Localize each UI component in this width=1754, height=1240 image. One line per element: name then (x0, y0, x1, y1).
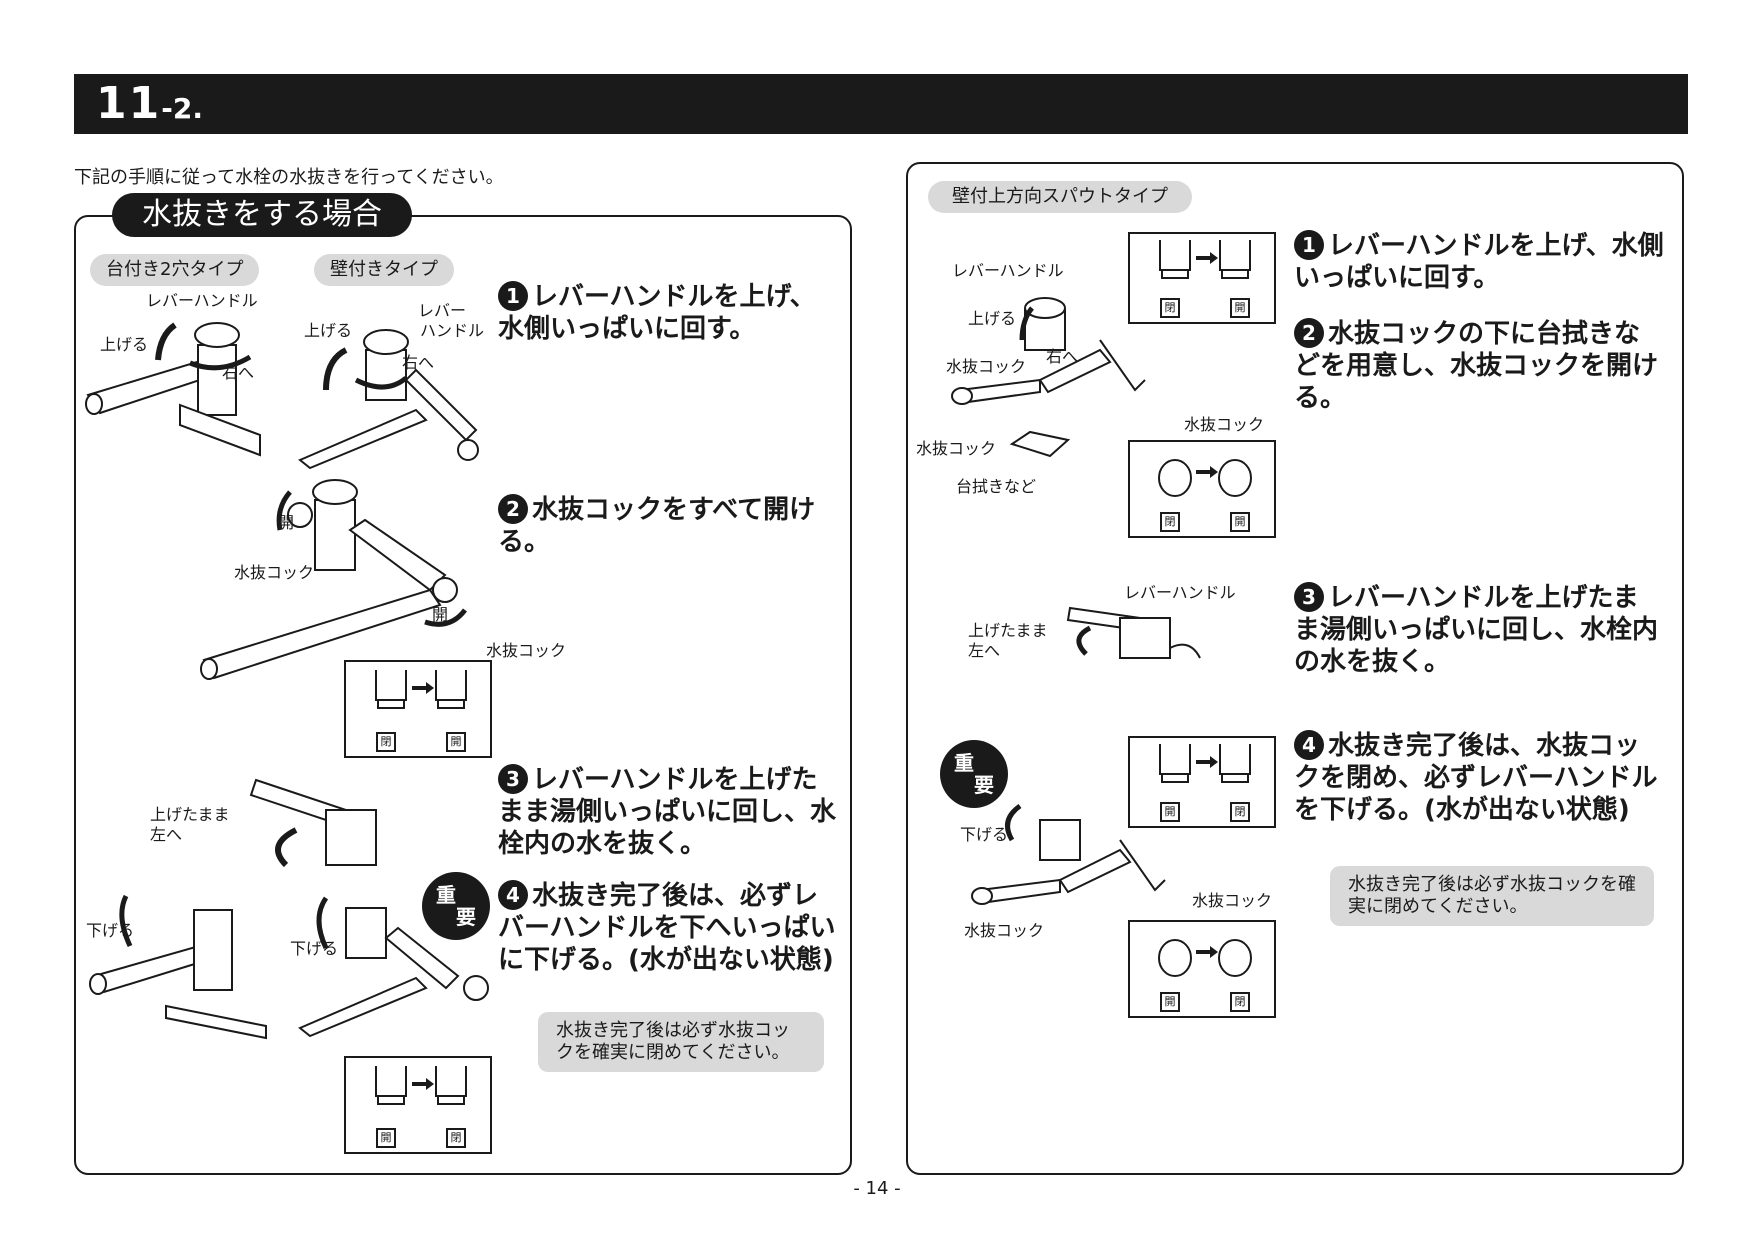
label-lever-handle-r2: レバーハンドル (1124, 583, 1236, 602)
open-marker: 開 (1160, 992, 1180, 1012)
close-marker: 閉 (1230, 802, 1250, 822)
step-number-icon: 1 (1294, 230, 1324, 260)
step-number-icon: 1 (498, 281, 528, 311)
open-marker: 開 (376, 1128, 396, 1148)
upward-spout-faucet-illustration (951, 297, 1146, 405)
label-left-r: 左へ (968, 641, 1001, 660)
step-number-icon: 4 (1294, 730, 1324, 760)
close-marker: 閉 (1160, 512, 1180, 532)
deck-faucet-lowered-illustration (89, 894, 267, 1040)
label-raise-r: 上げる (968, 309, 1017, 328)
close-marker: 閉 (446, 1128, 466, 1148)
label-drain-cock-r4: 水抜コック (1192, 891, 1273, 910)
important-badge-icon-r: 重 要 (940, 740, 1008, 808)
label-drain-cock-r5: 水抜コック (964, 921, 1045, 940)
step-number-icon: 2 (1294, 318, 1324, 348)
drain-cock-open-illustration (200, 479, 467, 680)
label-drain-cock-r3: 水抜コック (916, 439, 997, 458)
label-drain-cock-r: 水抜コック (946, 357, 1027, 376)
wall-faucet-illustration (298, 329, 479, 470)
label-drain-cock: 水抜コック (234, 563, 315, 582)
label-right-wall: 右へ (402, 353, 435, 372)
step-number-icon: 3 (498, 764, 528, 794)
right-note: 水抜き完了後は必ず水抜コックを確実に閉めてください。 (1330, 866, 1654, 926)
inset-r-4: 開 閉 (1128, 920, 1276, 1018)
step-number-icon: 4 (498, 880, 528, 910)
inset-r-1: 閉 開 (1128, 232, 1276, 324)
cloth-icon (1009, 430, 1071, 458)
label-raise-wall: 上げる (304, 321, 353, 340)
open-marker: 開 (1230, 298, 1250, 318)
knob-rotation-icon (1158, 459, 1252, 497)
label-right: 右へ (222, 363, 255, 382)
step-number-icon: 2 (498, 494, 528, 524)
close-marker: 閉 (1160, 298, 1180, 318)
page-number: - 14 - (853, 1178, 901, 1199)
right-panel (906, 162, 1684, 1175)
label-lever-handle-r: レバーハンドル (952, 261, 1064, 280)
label-lower: 下げる (86, 921, 135, 940)
close-marker: 閉 (1230, 992, 1250, 1012)
label-raise: 上げる (100, 335, 149, 354)
knob-rotation-icon (375, 670, 467, 709)
wall-faucet-lowered-illustration (298, 896, 489, 1038)
label-lever: レバー (418, 301, 467, 320)
label-right-r: 右へ (1046, 347, 1079, 366)
open-marker: 開 (446, 732, 466, 752)
label-open-2: 開 (432, 605, 449, 624)
label-lower-r: 下げる (960, 825, 1009, 844)
open-marker: 開 (1230, 512, 1250, 532)
label-left: 左へ (150, 825, 183, 844)
knob-rotation-icon (375, 1066, 467, 1105)
left-note: 水抜き完了後は必ず水抜コックを確実に閉めてください。 (538, 1012, 824, 1072)
label-handle: ハンドル (420, 321, 485, 340)
inset-open-close-1: 閉 開 (344, 660, 492, 758)
knob-rotation-icon (1158, 939, 1252, 977)
lever-raised-left-illustration-r (1066, 606, 1201, 659)
section-header-bar (74, 74, 1688, 134)
close-marker: 閉 (376, 732, 396, 752)
section-number: 11-2. (96, 78, 203, 129)
tag-wall-upward-spout: 壁付上方向スパウトタイプ (928, 181, 1192, 213)
important-badge-icon: 重 要 (422, 872, 490, 940)
left-panel-title: 水抜きをする場合 (112, 193, 412, 237)
label-cloth: 台拭きなど (956, 477, 1037, 496)
left-panel (74, 215, 852, 1175)
label-lower-wall: 下げる (290, 939, 339, 958)
open-marker: 開 (1160, 802, 1180, 822)
label-raise-hold-r: 上げたまま (968, 621, 1048, 640)
inset-r-2: 閉 開 (1128, 440, 1276, 538)
label-drain-cock-2: 水抜コック (486, 641, 567, 660)
label-open: 開 (278, 513, 295, 532)
tag-wall-mount: 壁付きタイプ (314, 254, 454, 286)
inset-open-close-2: 開 閉 (344, 1056, 492, 1154)
tag-deck-two-hole: 台付き2穴タイプ (90, 254, 260, 286)
knob-rotation-icon (1159, 744, 1251, 783)
label-raise-hold: 上げたまま (150, 805, 230, 824)
label-drain-cock-r2: 水抜コック (1184, 415, 1265, 434)
deck-faucet-illustration (85, 322, 261, 457)
inset-r-3: 開 閉 (1128, 736, 1276, 828)
step-number-icon: 3 (1294, 582, 1324, 612)
lever-raised-left-illustration (249, 778, 377, 868)
upward-spout-lowered-illustration (971, 803, 1166, 905)
label-lever-handle: レバーハンドル (146, 291, 258, 310)
intro-text: 下記の手順に従って水栓の水抜きを行ってください。 (74, 167, 504, 188)
knob-rotation-icon (1159, 240, 1251, 279)
